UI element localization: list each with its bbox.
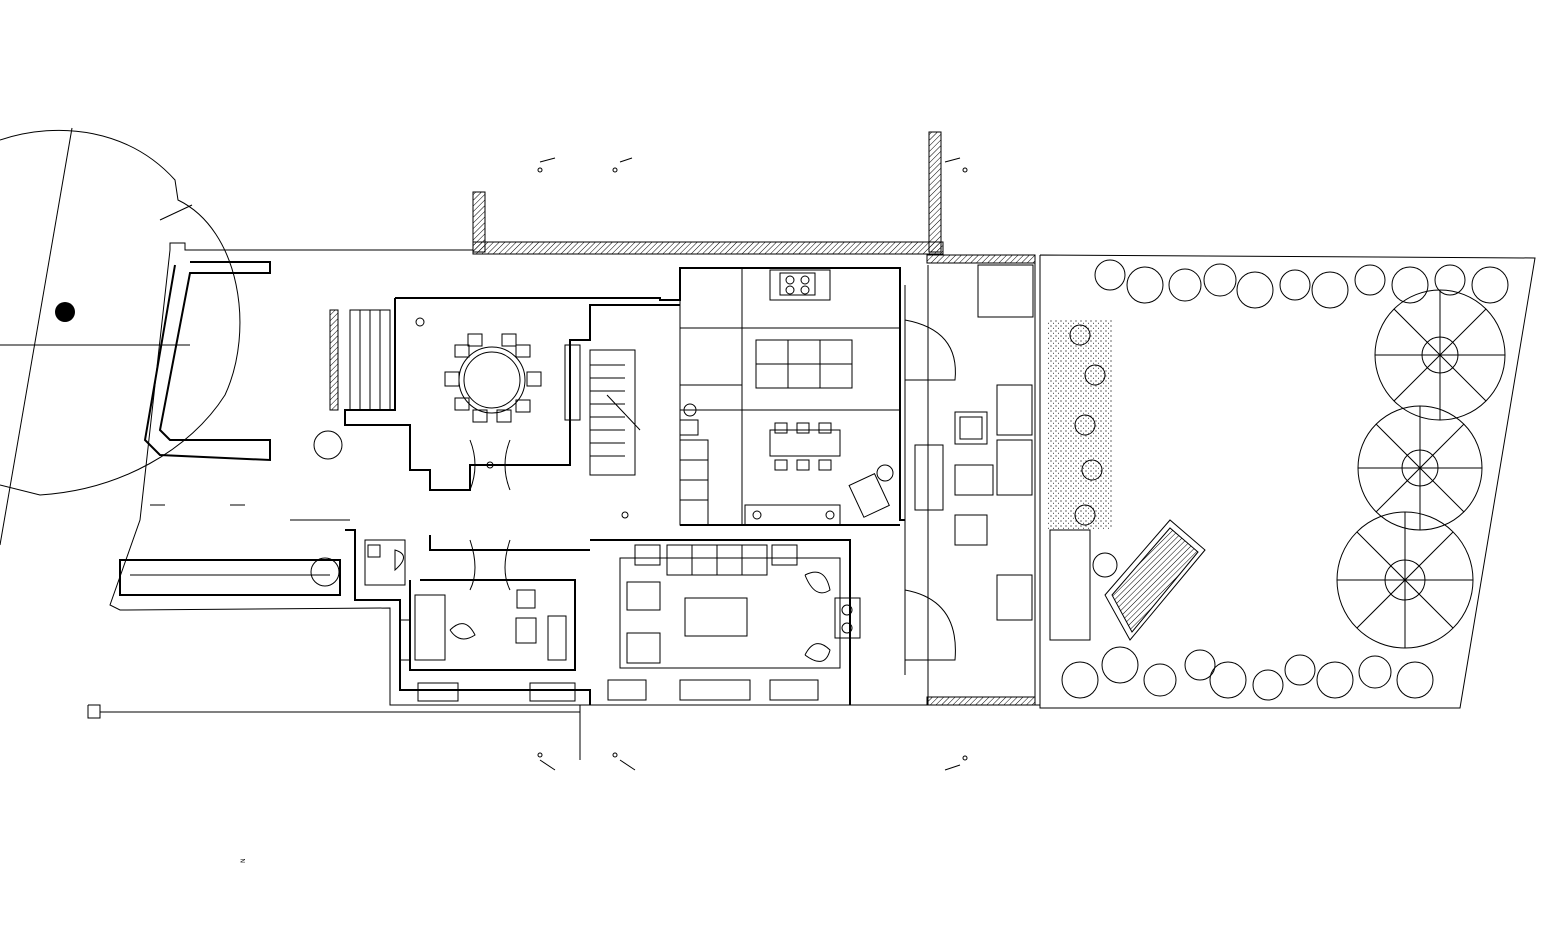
dining-table	[444, 333, 581, 423]
north-label: N	[240, 859, 247, 864]
living-room-furniture	[607, 544, 861, 701]
kitchen-island	[744, 269, 894, 526]
garden-trees	[310, 259, 1509, 701]
house-walls	[344, 267, 905, 705]
plot-outline	[87, 242, 1040, 760]
front-steps	[150, 309, 391, 521]
large-tree-1	[1374, 289, 1506, 421]
tree-trunk-marker	[55, 302, 75, 322]
planter-wall	[119, 261, 341, 596]
rear-terrace	[904, 262, 1036, 705]
large-tree-2	[1357, 405, 1483, 531]
boundary-walls	[472, 131, 1036, 706]
section-markers	[537, 157, 968, 771]
staircase	[589, 349, 641, 476]
garden	[1039, 254, 1536, 709]
hall-wc	[364, 317, 629, 591]
site-arc	[0, 127, 241, 546]
study-furniture	[399, 589, 576, 702]
large-tree-3	[1336, 511, 1474, 649]
cabinets	[679, 403, 709, 526]
